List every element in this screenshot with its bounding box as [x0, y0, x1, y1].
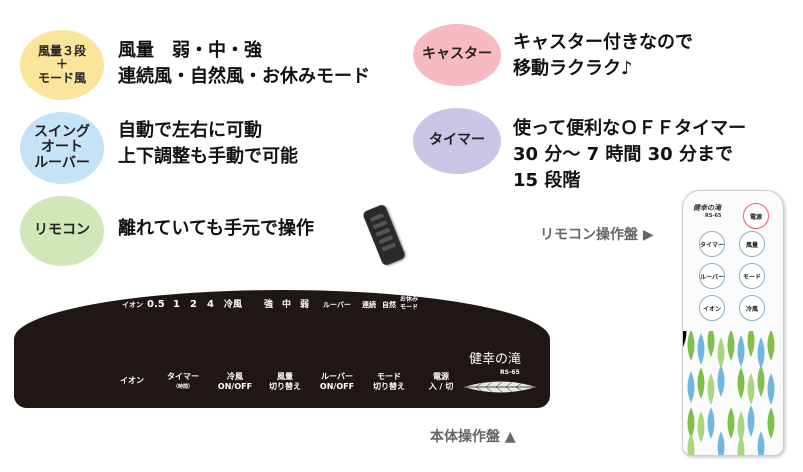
panel-cold-button[interactable]: 冷風 ON/OFF: [217, 372, 253, 391]
badge-swing-label: スイング オート ルーバー: [34, 123, 90, 171]
remote-photo-buttons: [369, 212, 398, 256]
badge-caster: キャスター: [413, 24, 501, 86]
panel-wind-button[interactable]: 風量 切り替え: [269, 372, 301, 391]
feature-wind-text: 風量 弱・中・強 連続風・自然風・お休みモード: [118, 40, 370, 87]
badge-remote-label: リモコン: [34, 222, 90, 239]
badge-wind-label: 風量３段 ＋ モード風: [37, 44, 86, 85]
panel-label-sleep: お休み モード: [400, 296, 419, 311]
feature-caster-text: キャスター付きなので 移動ラクラク♪: [513, 32, 693, 79]
panel-label-louver-top: ルーバー: [323, 301, 351, 309]
panel-label-weak: 弱: [300, 300, 310, 310]
remote-photo: [362, 203, 406, 267]
remote-louver-button[interactable]: ルーバー: [699, 263, 725, 289]
body-panel-caption: 本体操作盤 ▲: [430, 429, 516, 445]
remote-cold-button[interactable]: 冷風: [739, 295, 765, 321]
panel-timer-button[interactable]: タイマー: [167, 372, 199, 381]
remote-panel-caption: リモコン操作盤 ▶: [540, 227, 654, 243]
panel-label-cold-top: 冷風: [224, 300, 243, 310]
remote-ion-button[interactable]: イオン: [699, 295, 725, 321]
panel-label-ion-top: イオン: [122, 301, 143, 309]
panel-label-mid: 中: [282, 300, 292, 310]
remote-timer-button[interactable]: タイマー: [699, 231, 725, 257]
badge-timer-label: タイマー: [429, 132, 485, 149]
panel-louver-button[interactable]: ルーバー ON/OFF: [319, 372, 355, 391]
panel-leaf-icon: [464, 381, 536, 393]
badge-timer: タイマー: [413, 108, 501, 174]
body-control-panel: イオン 0.5 1 2 4 冷風 強 中 弱 ルーバー 連続 自然 お休み モー…: [14, 290, 550, 408]
badge-remote: リモコン: [20, 196, 104, 266]
panel-label-timer-05: 0.5: [147, 299, 165, 310]
panel-mode-button[interactable]: モード 切り替え: [373, 372, 405, 391]
remote-brand: 健幸の滝: [693, 204, 721, 212]
remote-control: 健幸の滝 RS-65 電源 タイマー 風量 ルーバー モード イオン 冷風: [682, 190, 784, 456]
badge-swing: スイング オート ルーバー: [20, 112, 104, 184]
feature-remote-text: 離れていても手元で操作: [118, 218, 315, 239]
badge-caster-label: キャスター: [422, 46, 492, 63]
badge-wind: 風量３段 ＋ モード風: [20, 30, 104, 100]
panel-label-continuous: 連続: [362, 301, 376, 309]
panel-label-timer-1: 1: [173, 299, 180, 310]
feature-swing-text: 自動で左右に可動 上下調整も手動で可能: [118, 120, 298, 167]
panel-label-timer-2: 2: [190, 299, 197, 310]
feature-timer-text: 使って便利なＯＦＦタイマー 30 分〜 7 時間 30 分まで 15 段階: [513, 118, 747, 191]
panel-model: RS-65: [500, 369, 520, 376]
remote-leaf-pattern: [683, 331, 775, 455]
panel-brand: 健幸の滝: [469, 352, 522, 367]
remote-mode-button[interactable]: モード: [739, 263, 765, 289]
remote-power-button[interactable]: 電源: [743, 203, 769, 229]
panel-timer-sub: （時間）: [172, 384, 193, 390]
panel-label-strong: 強: [264, 300, 274, 310]
remote-wind-button[interactable]: 風量: [739, 231, 765, 257]
panel-power-button[interactable]: 電源 入 / 切: [428, 372, 454, 391]
panel-label-timer-4: 4: [207, 299, 214, 310]
panel-ion-button[interactable]: イオン: [120, 376, 144, 385]
remote-model: RS-65: [705, 213, 722, 219]
panel-label-natural: 自然: [382, 301, 396, 309]
